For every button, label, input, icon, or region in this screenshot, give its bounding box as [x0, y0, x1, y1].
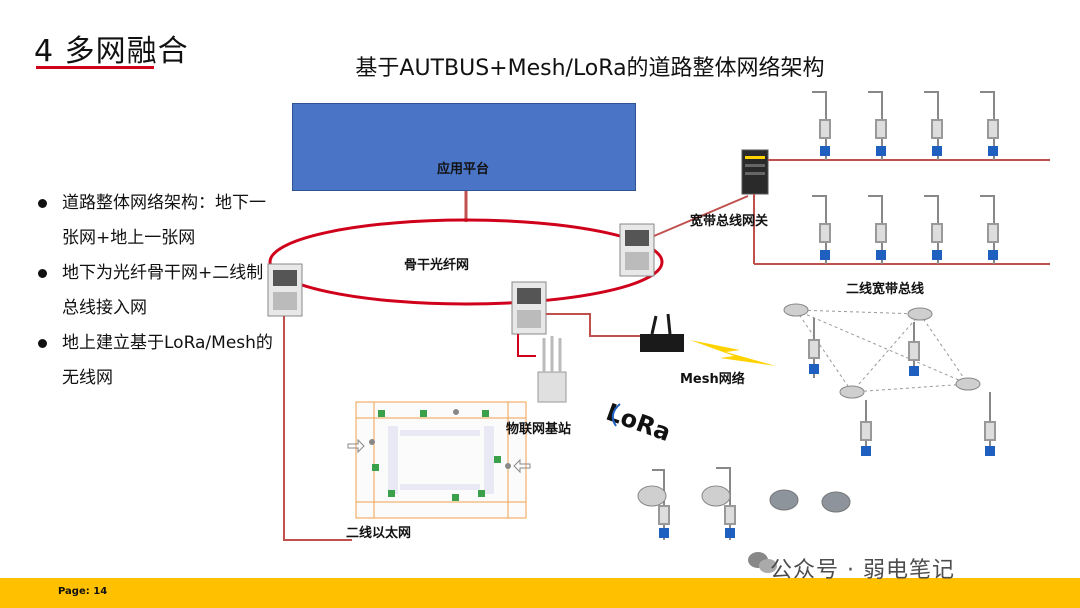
bullet-dot — [38, 339, 47, 348]
backbone-ring — [268, 218, 664, 306]
ethernet-line — [283, 316, 352, 541]
lora-wave-icon — [611, 403, 621, 427]
street-light-icon — [868, 195, 887, 264]
gateway-link — [653, 195, 749, 237]
base-station-icon — [537, 336, 567, 403]
wechat-icon — [748, 552, 777, 573]
application-platform-box — [292, 103, 636, 191]
page-number: Page: 14 — [58, 586, 108, 597]
bullet-item: 地下为光纤骨干网+二线制总线接入网 — [38, 256, 278, 326]
street-light-icon — [812, 195, 831, 264]
gateway-label: 宽带总线网关 — [690, 214, 769, 229]
street-light-icon — [652, 469, 670, 540]
bullet-item: 地上建立基于LoRa/Mesh的无线网 — [38, 326, 278, 396]
mesh-node-icon — [783, 303, 981, 399]
street-light-icon — [812, 91, 831, 160]
arrow-icon — [347, 438, 531, 474]
footer-bar — [0, 578, 1080, 608]
street-light-icon — [716, 467, 736, 540]
street-light-icon — [980, 195, 999, 264]
wireless-bolt-icon — [690, 340, 776, 366]
base-station-link — [517, 334, 536, 357]
mesh-router-link — [546, 313, 640, 337]
bullet-dot — [38, 199, 47, 208]
bullet-item: 道路整体网络架构：地下一张网+地上一张网 — [38, 186, 278, 256]
bullet-text: 道路整体网络架构：地下一张网+地上一张网 — [62, 193, 266, 248]
left-cabinet-icon — [267, 263, 303, 317]
intersection-map — [355, 401, 527, 519]
bullet-list: 道路整体网络架构：地下一张网+地上一张网 地下为光纤骨干网+二线制总线接入网 地… — [38, 186, 278, 396]
street-light-icon — [808, 318, 820, 378]
street-light-icon — [860, 400, 872, 456]
street-light-icon — [924, 91, 943, 160]
gateway-switch-icon — [741, 149, 769, 195]
bullet-text: 地下为光纤骨干网+二线制总线接入网 — [62, 263, 264, 318]
backbone-label: 骨干光纤网 — [404, 258, 470, 273]
right-cabinet-icon — [619, 223, 655, 277]
street-light-icon — [868, 91, 887, 160]
street-light-icon — [984, 392, 996, 456]
mesh-label: Mesh网络 — [680, 372, 745, 387]
street-light-icon — [908, 322, 920, 376]
street-light-icon — [980, 91, 999, 160]
watermark-text: 公众号 · 弱电笔记 — [770, 558, 955, 583]
street-light-icon — [924, 195, 943, 264]
ethernet-label: 二线以太网 — [346, 526, 412, 541]
section-title: 4 多网融合 — [34, 34, 189, 69]
title-underline — [36, 66, 154, 69]
sensor-node-icon — [637, 485, 851, 513]
base-station-label: 物联网基站 — [506, 422, 572, 437]
bus-label: 二线宽带总线 — [846, 282, 925, 297]
bullet-dot — [38, 269, 47, 278]
bullet-text: 地上建立基于LoRa/Mesh的无线网 — [62, 333, 273, 388]
middle-cabinet-icon — [511, 281, 547, 335]
platform-label: 应用平台 — [436, 162, 489, 177]
diagram-title: 基于AUTBUS+Mesh/LoRa的道路整体网络架构 — [355, 56, 825, 81]
mesh-network — [795, 309, 969, 393]
mesh-router-icon — [640, 313, 684, 352]
